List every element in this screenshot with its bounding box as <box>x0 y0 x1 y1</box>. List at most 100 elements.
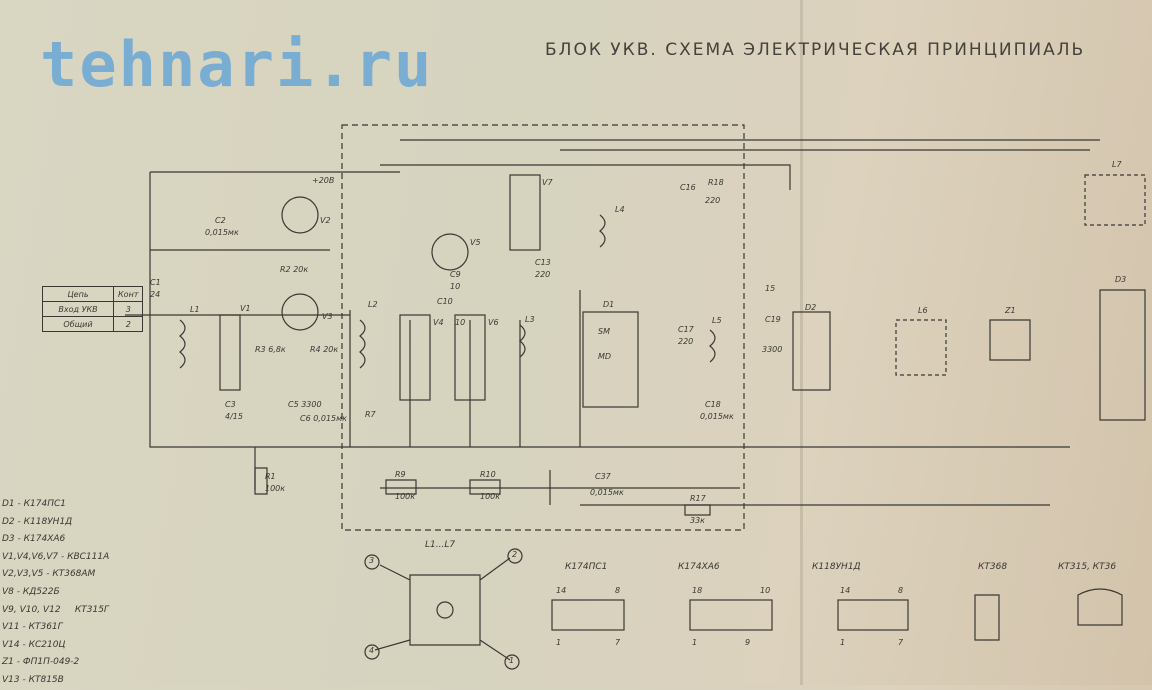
legend-item: V8 - КД522Б <box>2 586 60 597</box>
label-c37-value: 0,015мк <box>590 488 624 497</box>
table-cell: 3 <box>112 301 144 317</box>
legend-item: D1 - К174ПС1 <box>2 499 66 509</box>
transistor-label: КТ368 <box>978 562 1008 572</box>
label-z1: Z1 <box>1005 306 1016 315</box>
label-v3: V3 <box>322 312 333 321</box>
legend-item: V1,V4,V6,V7 - КВС111А <box>2 551 110 562</box>
pin-number: 18 <box>692 586 703 595</box>
label-r17-value: 33к <box>690 516 706 525</box>
label-terminal-15: 15 <box>765 284 776 293</box>
pin-number: 14 <box>840 586 851 595</box>
pin-number: 7 <box>615 638 621 647</box>
legend-item: V2,V3,V5 - КТ368АМ <box>2 569 96 580</box>
pin-number: 9 <box>745 638 751 647</box>
label-d1: D1 <box>603 300 615 309</box>
label-r10-value: 100к <box>480 492 501 501</box>
label-r7: R7 <box>365 410 376 419</box>
label-c37: C37 <box>595 472 611 481</box>
pin-number: 3 <box>369 556 375 565</box>
label-r1-value: 100к <box>265 484 286 493</box>
table-header: Конт <box>112 286 144 302</box>
label-c17: C17 <box>678 325 694 334</box>
label-c6: C6 0,015мк <box>300 414 347 423</box>
label-l7: L7 <box>1112 160 1122 169</box>
label-l1: L1 <box>190 305 200 314</box>
pin-number: 1 <box>509 656 515 665</box>
paper-fold <box>800 0 803 685</box>
label-c16: C16 <box>680 183 696 192</box>
legend-item: D3 - К174ХА6 <box>2 534 66 545</box>
label-c1-value: 24 <box>150 290 161 299</box>
label-c13: C13 <box>535 258 551 267</box>
pin-number: 2 <box>512 550 518 559</box>
pin-number: 1 <box>556 638 562 647</box>
label-c2-value: 0,015мк <box>205 228 239 237</box>
label-c10: C10 <box>437 297 453 306</box>
transistor-label: КТ315, КТ36 <box>1058 562 1117 572</box>
label-r9-value: 100к <box>395 492 416 501</box>
label-c19: C19 <box>765 315 781 324</box>
label-l3: L3 <box>525 315 535 324</box>
label-r3: R3 6,8к <box>255 345 286 354</box>
legend-item: D2 - К118УН1Д <box>2 516 73 527</box>
legend-item: V9, V10, V12 КТ315Г <box>2 604 109 615</box>
label-r10: R10 <box>480 470 496 479</box>
chip-label: К118УН1Д <box>812 562 861 572</box>
pin-number: 14 <box>556 586 567 595</box>
label-c1: C1 <box>150 278 161 287</box>
label-r17: R17 <box>690 494 706 503</box>
table-cell: Вход УКВ <box>42 301 114 317</box>
legend-item: Z1 - ФП1П-049-2 <box>2 657 80 668</box>
legend-item: V11 - КТ361Г <box>2 622 63 633</box>
label-v1: V1 <box>240 304 251 313</box>
pinout-label: L1...L7 <box>425 540 456 550</box>
label-c2: C2 <box>215 216 226 225</box>
label-c10-value: 10 <box>455 318 466 327</box>
label-d2: D2 <box>805 303 817 312</box>
label-plus20v: +20В <box>312 176 335 185</box>
label-c5: C5 3300 <box>288 400 322 409</box>
label-v6: V6 <box>488 318 499 327</box>
label-d1-md: MD <box>598 352 612 361</box>
label-r4: R4 20к <box>310 345 339 354</box>
label-r18: R18 <box>708 178 724 187</box>
label-c9-value: 10 <box>450 282 461 291</box>
watermark: tehnari.ru <box>40 28 434 101</box>
label-c18-value: 0,015мк <box>700 412 734 421</box>
label-c3: C3 <box>225 400 236 409</box>
label-r9: R9 <box>395 470 406 479</box>
label-d1-sm: SM <box>598 327 610 336</box>
label-c17-value: 220 <box>678 337 694 346</box>
chip-label: К174ХА6 <box>678 562 720 572</box>
label-l5: L5 <box>712 316 722 325</box>
pin-number: 7 <box>898 638 904 647</box>
pin-number: 4 <box>369 646 375 655</box>
label-r1: R1 <box>265 472 276 481</box>
pin-number: 10 <box>760 586 771 595</box>
chip-label: К174ПС1 <box>565 562 608 572</box>
legend-item: V13 - КТ815В <box>2 674 64 685</box>
label-r18-value: 220 <box>705 196 721 205</box>
label-d3: D3 <box>1115 275 1127 284</box>
label-l4: L4 <box>615 205 625 214</box>
label-c3-value: 4/15 <box>225 412 243 421</box>
label-l6: L6 <box>918 306 928 315</box>
diagram-title: БЛОК УКВ. СХЕМА ЭЛЕКТРИЧЕСКАЯ ПРИНЦИПИАЛ… <box>545 40 1086 60</box>
label-c9: C9 <box>450 270 461 279</box>
table-cell: Общий <box>42 316 114 332</box>
pin-number: 1 <box>840 638 846 647</box>
label-c13-value: 220 <box>535 270 551 279</box>
pin-number: 8 <box>615 586 621 595</box>
label-v7: V7 <box>542 178 553 187</box>
label-l2: L2 <box>368 300 378 309</box>
label-v4: V4 <box>433 318 444 327</box>
component-legend: D1 - К174ПС1 D2 - К118УН1Д D3 - К174ХА6 … <box>2 496 109 690</box>
pin-number: 1 <box>692 638 698 647</box>
pin-number: 8 <box>898 586 904 595</box>
label-v2: V2 <box>320 216 331 225</box>
